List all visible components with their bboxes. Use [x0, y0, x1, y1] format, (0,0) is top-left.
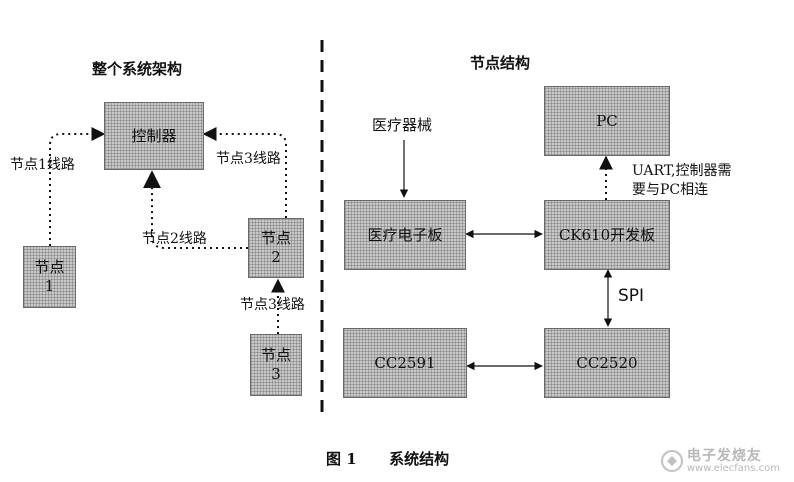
node3-label: 节点 [260, 346, 291, 365]
ck610-box: CK610开发板 [544, 200, 670, 270]
pc-box: PC [544, 86, 670, 156]
node3-number: 3 [271, 365, 281, 383]
watermark-url: www.elecfans.com [686, 462, 780, 474]
medical-device-label: 医疗器械 [372, 116, 433, 134]
node2-number: 2 [271, 248, 281, 266]
figure-caption: 图 1 系统结构 [326, 448, 449, 469]
watermark-name: 电子发烧友 [686, 447, 762, 464]
node1-label: 节点 [34, 258, 65, 277]
uart-note-line1: UART,控制器需 [632, 163, 732, 179]
spi-label: SPI [618, 286, 645, 306]
figure-number: 图 1 [326, 450, 357, 468]
figure-title: 系统结构 [389, 450, 450, 468]
cc2591-label: CC2591 [374, 353, 436, 372]
node3-link-label-bottom: 节点3线路 [240, 297, 305, 313]
cc2520-box: CC2520 [544, 328, 670, 398]
uart-note-line2: 要与PC相连 [632, 181, 709, 198]
node2-label: 节点 [260, 229, 291, 248]
right-title: 节点结构 [470, 54, 531, 72]
node3-box: 节点 3 [250, 334, 302, 396]
medical-board-label: 医疗电子板 [367, 225, 443, 244]
node1-number: 1 [44, 277, 55, 295]
elecfans-logo-icon [660, 450, 683, 473]
node1-link-path [49, 127, 106, 246]
left-title: 整个系统架构 [92, 60, 183, 78]
node3-link-label-top: 节点3线路 [216, 151, 281, 167]
node1-link-label: 节点1线路 [10, 157, 75, 173]
node1-box: 节点 1 [23, 246, 76, 308]
uart-note: UART,控制器需 要与PC相连 [632, 162, 732, 200]
cc2520-label: CC2520 [576, 353, 638, 372]
cc2591-box: CC2591 [343, 328, 467, 398]
node3-link-path-a [202, 127, 287, 218]
pc-label: PC [596, 111, 618, 130]
controller-box: 控制器 [104, 102, 204, 170]
controller-label: 控制器 [131, 126, 177, 145]
watermark: 电子发烧友 www.elecfans.com [660, 447, 780, 474]
medical-board-box: 医疗电子板 [344, 200, 466, 270]
node2-link-path [143, 170, 248, 249]
ck610-label: CK610开发板 [558, 225, 656, 244]
node2-link-label: 节点2线路 [142, 231, 207, 247]
node2-box: 节点 2 [248, 218, 304, 278]
